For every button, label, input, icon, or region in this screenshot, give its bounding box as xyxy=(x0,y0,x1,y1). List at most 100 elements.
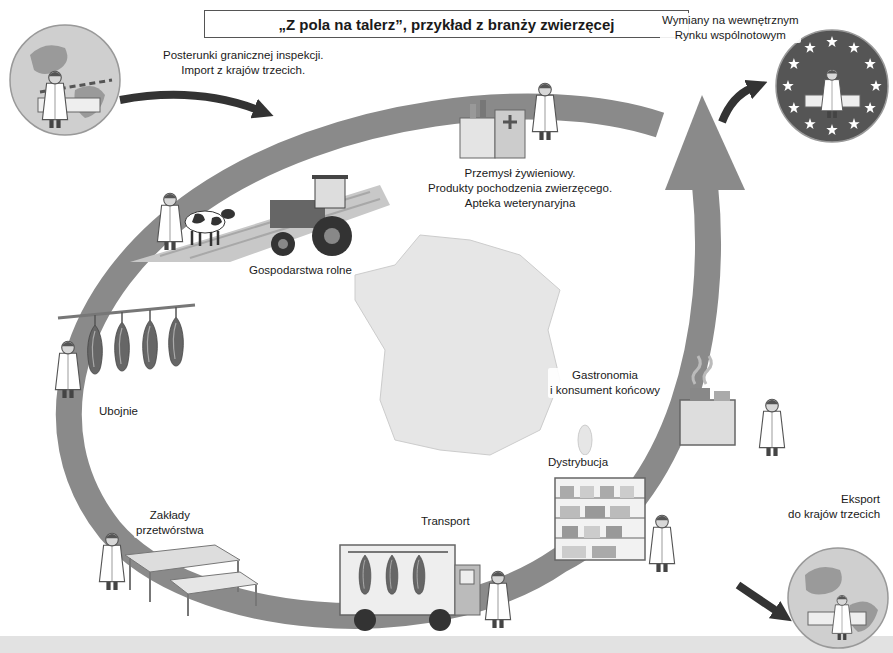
farm-part xyxy=(312,216,352,256)
truck-part xyxy=(340,545,455,615)
bottom-band-part xyxy=(0,636,893,653)
truck-part xyxy=(386,555,398,594)
slaughterhouse-part xyxy=(121,312,123,322)
farm-part xyxy=(221,209,235,219)
eu-arrow xyxy=(722,88,752,122)
station-label: Eksport do krajów trzecich xyxy=(786,492,882,522)
farm-part xyxy=(199,232,202,246)
eu-circle-part xyxy=(864,58,875,69)
export-globe-part xyxy=(805,567,842,595)
eu-circle-part xyxy=(788,58,799,69)
farm-part xyxy=(185,211,225,233)
eu-circle-part xyxy=(826,124,837,135)
farm-part xyxy=(324,228,340,244)
station-label: Dystrybucja xyxy=(546,455,610,470)
food-industry-part xyxy=(480,100,486,118)
station-label: Gospodarstwa rolne xyxy=(247,263,354,278)
eu-circle-part xyxy=(804,42,815,53)
truck-part xyxy=(429,609,451,631)
station-label: Gastronomia i konsument końcowy xyxy=(548,368,662,398)
farm-part xyxy=(271,232,295,256)
station-label: Posterunki granicznej inspekcji. Import … xyxy=(161,48,325,78)
eu-circle-part xyxy=(782,80,793,91)
farm-part xyxy=(211,217,222,226)
distribution-shelf xyxy=(555,478,675,572)
slaughterhouse-part xyxy=(143,320,158,369)
eu-circle-part xyxy=(826,36,837,47)
farm-part xyxy=(312,175,348,179)
truck xyxy=(340,545,511,631)
import-globe-part xyxy=(30,45,67,74)
eu-circle-part xyxy=(821,69,843,118)
distribution-shelf-part xyxy=(649,515,674,572)
distribution-shelf-part xyxy=(555,478,645,560)
gastronomy-stove xyxy=(680,356,785,456)
eu-circle-part xyxy=(776,30,888,142)
distribution-shelf-part xyxy=(620,486,634,498)
processing-tables-part xyxy=(255,585,257,606)
processing-tables-part xyxy=(125,545,240,572)
slaughterhouse-part xyxy=(94,315,96,325)
gastronomy-stove-part xyxy=(704,356,711,384)
eu-circle-part xyxy=(870,80,881,91)
farm xyxy=(130,175,390,262)
truck-part xyxy=(455,565,480,615)
distribution-shelf-part xyxy=(584,526,600,538)
title-text: „Z pola na talerz”, przykład z branży zw… xyxy=(279,16,615,33)
title-box: „Z pola na talerz”, przykład z branży zw… xyxy=(204,10,689,38)
bottom-band xyxy=(0,636,893,653)
slaughterhouse-part xyxy=(115,322,130,371)
eu-circle-part xyxy=(848,118,859,129)
gastronomy-stove-part xyxy=(693,356,700,384)
distribution-shelf-part xyxy=(560,506,580,518)
slaughterhouse-part xyxy=(149,310,151,320)
farm-part xyxy=(217,231,220,245)
export-arrow xyxy=(738,585,778,612)
eu-circle xyxy=(776,30,888,142)
processing-tables-part xyxy=(170,572,258,594)
farm-part xyxy=(210,232,213,246)
station-label: Zakłady przetwórstwa xyxy=(134,508,206,538)
distribution-shelf-part xyxy=(592,546,616,558)
gastronomy-stove-part xyxy=(690,388,710,401)
import-globe-part xyxy=(10,25,120,135)
processing-tables-part xyxy=(187,594,189,616)
distribution-shelf-part xyxy=(562,526,578,538)
slaughterhouse xyxy=(55,305,195,398)
farm-part xyxy=(278,239,288,249)
slaughterhouse-part xyxy=(55,341,80,398)
station-label: Przemysł żywieniowy. Produkty pochodzeni… xyxy=(426,166,614,211)
food-industry-part xyxy=(460,118,495,158)
truck-part xyxy=(413,555,425,594)
distribution-shelf-part xyxy=(610,506,630,518)
farm-part xyxy=(192,214,205,224)
station-label: Transport xyxy=(419,514,472,529)
farm-part xyxy=(315,178,345,208)
distribution-shelf-part xyxy=(562,546,586,558)
export-globe-part xyxy=(832,595,852,640)
truck-part xyxy=(359,555,371,594)
truck-part xyxy=(354,609,376,631)
import-globe-part xyxy=(42,71,67,128)
processing-tables xyxy=(99,533,258,616)
slaughterhouse-part xyxy=(175,307,177,317)
france-map-part xyxy=(355,235,560,455)
distribution-shelf-part xyxy=(560,486,574,498)
station-label: Wymiany na wewnętrznym Rynku wspólnotowy… xyxy=(660,13,801,43)
truck-part xyxy=(348,551,448,553)
food-industry-part xyxy=(495,110,525,158)
eu-circle-part xyxy=(848,42,859,53)
slaughterhouse-part xyxy=(58,305,195,318)
export-globe xyxy=(788,548,888,648)
gastronomy-stove-part xyxy=(759,399,784,456)
truck-part xyxy=(460,570,474,584)
distribution-shelf-part xyxy=(606,526,622,538)
eu-circle-part xyxy=(804,118,815,129)
import-globe xyxy=(10,25,120,135)
distribution-shelf-part xyxy=(600,486,614,498)
farm-part xyxy=(130,185,390,262)
export-globe-part xyxy=(788,548,888,648)
cycle-arrow xyxy=(69,95,745,616)
cycle-arrow-part xyxy=(665,95,745,190)
